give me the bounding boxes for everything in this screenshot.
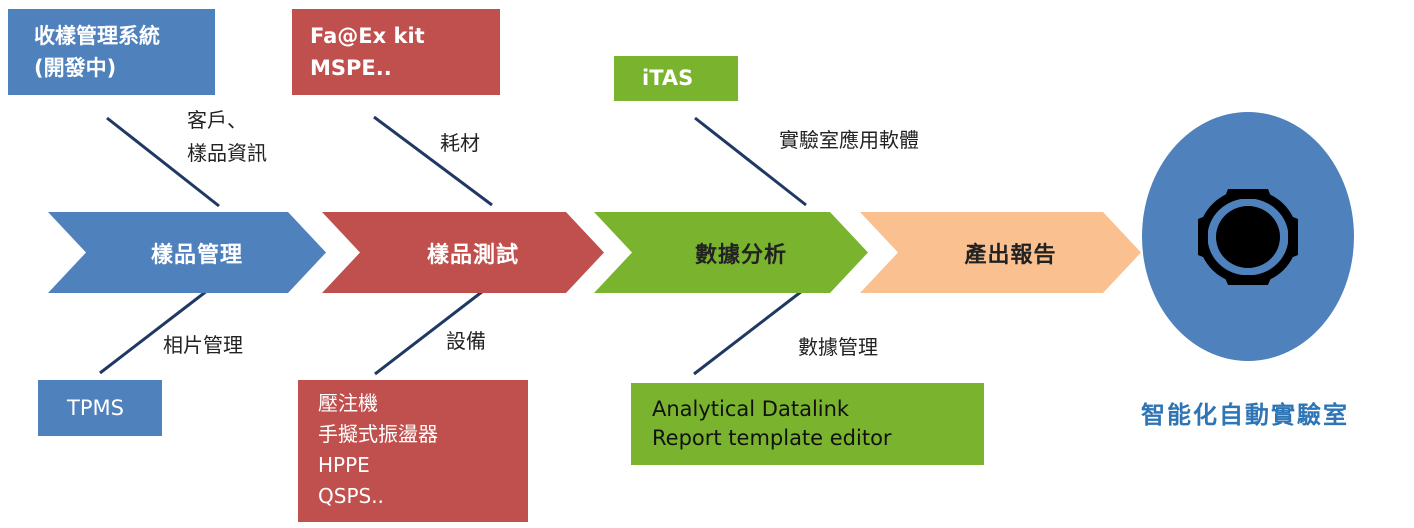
- box-line: Fa@Ex kit: [310, 24, 425, 48]
- tpms-box: TPMS: [38, 380, 162, 436]
- box-line: QSPS..: [318, 484, 384, 508]
- stage-report-output: 產出報告: [860, 212, 1141, 293]
- stage-label: 樣品管理: [150, 242, 243, 268]
- box-line: HPPE: [318, 453, 370, 477]
- itas-box: iTAS: [614, 56, 738, 101]
- branch-line-consumables: [373, 115, 493, 207]
- branch-line-data: [693, 286, 807, 376]
- gear-icon: [1198, 189, 1298, 285]
- box-line: Report template editor: [652, 426, 892, 450]
- stage-label: 數據分析: [694, 242, 787, 268]
- stage-sample-testing: 樣品測試: [322, 212, 604, 293]
- branch-line-customer: [106, 116, 220, 208]
- branch-line-software: [694, 116, 807, 207]
- box-line: (開發中): [34, 56, 117, 80]
- box-line: 壓注機: [318, 391, 378, 415]
- box-line: iTAS: [642, 66, 694, 90]
- stage-sample-management: 樣品管理: [48, 212, 326, 293]
- stage-label: 樣品測試: [426, 242, 519, 268]
- label-customer-info: 客戶、 樣品資訊: [187, 104, 267, 170]
- label-line: 客戶、: [187, 108, 247, 132]
- label-consumables: 耗材: [440, 131, 480, 155]
- box-line: Analytical Datalink: [652, 397, 850, 421]
- stage-label: 產出報告: [964, 242, 1057, 268]
- sample-system-box: 收樣管理系統 (開發中): [8, 9, 215, 95]
- label-data-management: 數據管理: [798, 335, 878, 359]
- consumables-box: Fa@Ex kit MSPE..: [292, 9, 500, 95]
- label-lab-software: 實驗室應用軟體: [779, 128, 919, 152]
- stage-data-analysis: 數據分析: [594, 212, 868, 293]
- branch-line-photo: [99, 285, 213, 375]
- data-tools-box: Analytical Datalink Report template edit…: [631, 383, 984, 465]
- label-line: 樣品資訊: [187, 141, 267, 165]
- box-line: 收樣管理系統: [34, 24, 160, 48]
- label-equipment: 設備: [446, 329, 486, 353]
- box-line: TPMS: [67, 396, 124, 420]
- label-photo-management: 相片管理: [163, 333, 243, 357]
- box-line: MSPE..: [310, 56, 392, 80]
- branch-line-equipment: [374, 286, 488, 376]
- box-line: 手擬式振盪器: [318, 422, 438, 446]
- equipment-box: 壓注機 手擬式振盪器 HPPE QSPS..: [298, 380, 528, 522]
- goal-label: 智能化自動實驗室: [1141, 401, 1349, 429]
